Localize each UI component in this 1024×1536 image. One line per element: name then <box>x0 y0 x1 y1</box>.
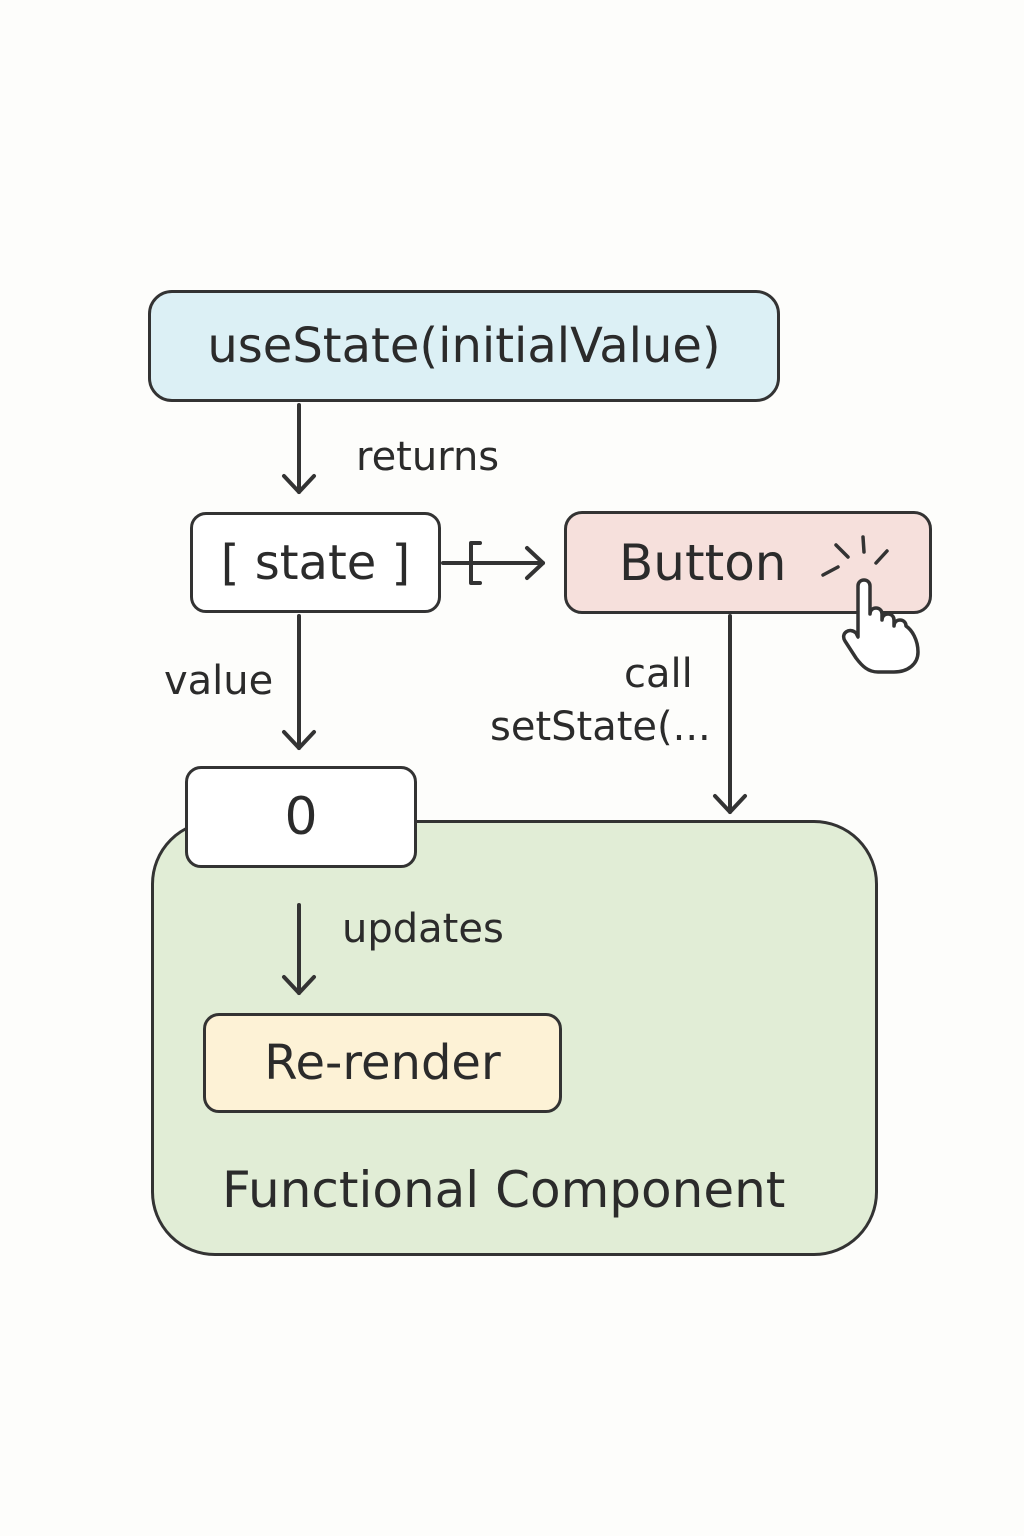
state-label: [ state ] <box>220 534 411 591</box>
rerender-box: Re-render <box>203 1013 562 1113</box>
updates-arrow <box>282 903 316 995</box>
setstate-edge-label: setState(... <box>490 704 711 750</box>
functional-component-label: Functional Component <box>222 1161 786 1219</box>
zero-value-box: 0 <box>185 766 417 868</box>
state-to-button-arrow <box>441 541 545 585</box>
usestate-label: useState(initialValue) <box>207 318 721 374</box>
updates-edge-label: updates <box>342 906 504 952</box>
button-label: Button <box>619 533 787 592</box>
rerender-label: Re-render <box>264 1035 501 1091</box>
usestate-box: useState(initialValue) <box>148 290 780 402</box>
returns-edge-label: returns <box>356 434 500 480</box>
value-edge-label: value <box>164 658 274 704</box>
returns-arrow <box>282 403 316 494</box>
call-setstate-arrow <box>713 614 747 814</box>
state-box: [ state ] <box>190 512 441 613</box>
value-arrow <box>282 614 316 750</box>
hand-pointer-click-icon <box>821 535 920 674</box>
call-edge-label: call <box>624 651 693 697</box>
zero-value-label: 0 <box>284 787 318 847</box>
